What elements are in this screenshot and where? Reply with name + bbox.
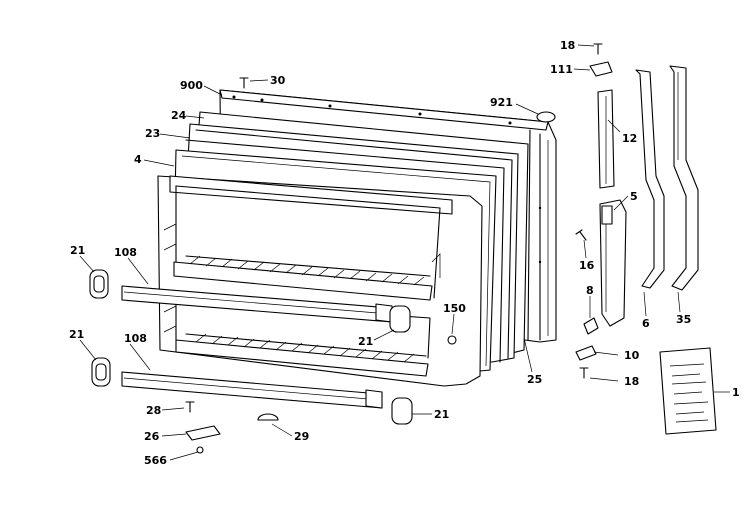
callout-21-upper-left: 21 [70, 244, 85, 257]
screw-28 [185, 401, 195, 413]
callout-566: 566 [144, 454, 167, 467]
door-handle-35 [669, 65, 699, 291]
door-handle-6 [635, 69, 665, 289]
callout-26: 26 [144, 430, 160, 443]
inner-door-liner [157, 175, 483, 387]
callout-108-upper: 108 [114, 246, 137, 259]
instruction-booklet-1 [659, 347, 717, 435]
callout-4: 4 [134, 153, 142, 166]
end-cap-lower-left [91, 357, 111, 387]
callout-28: 28 [146, 404, 161, 417]
screw-18-bottom [579, 367, 589, 379]
callout-30: 30 [270, 74, 286, 87]
end-cap-lower-right [391, 397, 413, 425]
callout-23: 23 [145, 127, 160, 140]
callout-12: 12 [622, 132, 637, 145]
callout-111: 111 [550, 63, 573, 76]
callout-24: 24 [171, 109, 187, 122]
callout-21-lower-left: 21 [69, 328, 84, 341]
callout-16: 16 [579, 259, 595, 272]
end-cap-upper-right [389, 305, 411, 333]
callout-10: 10 [624, 349, 640, 362]
screw-18-top [593, 43, 603, 55]
screw-566 [196, 446, 204, 454]
callout-35: 35 [676, 313, 691, 326]
leader-lines [79, 44, 730, 461]
screw-30 [239, 77, 249, 89]
plug-921 [536, 111, 556, 123]
plug-29 [257, 413, 279, 421]
plug-150 [447, 335, 457, 345]
shelf-bar-lower [121, 371, 383, 409]
callout-6: 6 [642, 317, 650, 330]
callout-18-top: 18 [560, 39, 575, 52]
callout-5: 5 [630, 190, 638, 203]
shelf-bar-upper [121, 285, 393, 323]
callout-labels: 18 111 900 30 921 24 12 23 4 5 21 108 16… [69, 39, 740, 467]
hinge-111 [589, 61, 613, 77]
cover-8 [583, 317, 599, 335]
hinge-26 [185, 425, 221, 441]
callout-8: 8 [586, 284, 594, 297]
callout-921: 921 [490, 96, 513, 109]
screw-16 [575, 229, 587, 241]
callout-29: 29 [294, 430, 309, 443]
callout-21-upper-right: 21 [358, 335, 373, 348]
callout-900: 900 [180, 79, 203, 92]
end-cap-upper-left [89, 269, 109, 299]
callout-21-lower-right: 21 [434, 408, 449, 421]
callout-108-lower: 108 [124, 332, 147, 345]
callout-1: 1 [732, 386, 740, 399]
callout-150: 150 [443, 302, 466, 315]
handle-bracket-5 [599, 199, 627, 327]
callout-25: 25 [527, 373, 542, 386]
hinge-10 [575, 345, 597, 361]
callout-18-bottom: 18 [624, 375, 639, 388]
bracket-12 [597, 89, 615, 189]
